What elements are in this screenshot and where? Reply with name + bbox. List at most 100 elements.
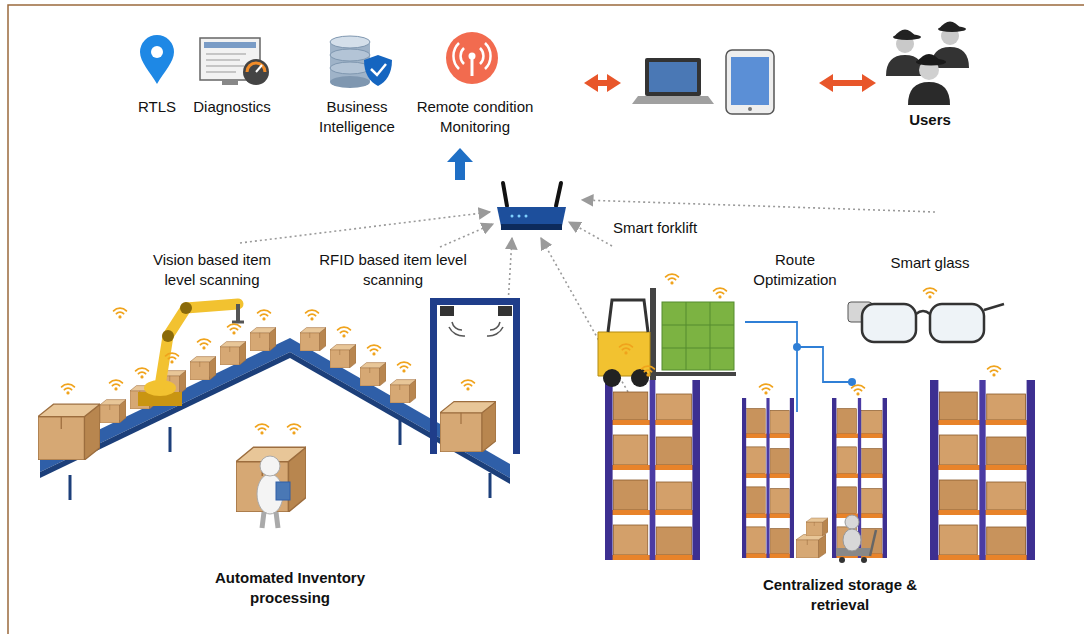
rtls-icon <box>151 46 163 58</box>
business-intelligence-icon <box>364 55 392 86</box>
remote-monitoring-icon <box>446 32 498 84</box>
wifi-signal <box>714 288 727 298</box>
rfid-gate <box>430 298 520 305</box>
users-group-text: Users <box>885 110 975 130</box>
glass-circle: Smart glass <box>845 215 1015 385</box>
router-icon <box>511 215 514 218</box>
laptop-icon <box>632 58 714 104</box>
diagnostics-icon <box>247 63 265 72</box>
diagnostics-icon <box>206 54 246 55</box>
forklift-circle-outline <box>578 245 733 400</box>
rfid-gate <box>430 298 520 454</box>
text-slot: Diagnostics <box>182 97 282 117</box>
robot-arm <box>236 304 240 322</box>
diagnostics-icon <box>256 65 262 72</box>
cardboard-box <box>100 400 126 423</box>
sensor-link <box>240 200 935 392</box>
users-icon <box>886 22 969 106</box>
router-icon <box>525 215 528 218</box>
worker-figure <box>276 482 290 500</box>
picker-figure <box>806 518 828 536</box>
robot-arm <box>160 304 238 386</box>
router-icon <box>503 183 507 206</box>
router-icon <box>497 207 566 226</box>
text-slot: Remote condition Monitoring <box>408 97 543 136</box>
sensor-link <box>569 222 612 246</box>
text-slot: RTLS <box>122 97 192 117</box>
bidirectional-arrow <box>833 80 862 86</box>
device-panel <box>625 38 815 128</box>
wifi-signal <box>136 368 149 378</box>
remote-monitoring-icon <box>480 48 483 64</box>
uplink-arrow <box>455 160 465 180</box>
text-slot: Automated Inventory processing <box>198 568 383 607</box>
rfid-gate <box>490 322 500 330</box>
text-slot: Business Intelligence <box>307 97 407 136</box>
forklift-circle: Smart forklift <box>578 245 733 400</box>
worker-figure <box>260 456 280 476</box>
users-icon <box>886 30 924 77</box>
picker-figure <box>796 515 876 563</box>
cardboard-box <box>190 357 216 380</box>
business-intelligence-icon <box>330 62 370 74</box>
smart-glass <box>848 302 1004 342</box>
robot-arm <box>162 330 174 342</box>
users-group: Users <box>880 18 980 130</box>
laptop-icon <box>645 58 701 96</box>
remote-monitoring-icon <box>446 32 498 84</box>
router-icon <box>518 215 521 218</box>
cardboard-box <box>440 402 496 452</box>
storage-zone-fill <box>555 185 1082 633</box>
remote-monitoring-icon <box>471 58 474 76</box>
cardboard-box <box>38 404 100 460</box>
robot-arm <box>180 302 192 314</box>
wifi-signal <box>258 310 271 320</box>
smart-glass <box>930 304 984 342</box>
conveyor-belt <box>399 420 402 445</box>
label-slot: RFID based item level scanning <box>308 250 478 289</box>
robot-arm <box>232 321 244 324</box>
wifi-signal <box>988 366 1001 376</box>
robot-arm <box>138 302 244 406</box>
smart-forklift <box>603 369 621 387</box>
business-intelligence-icon <box>371 64 386 75</box>
storage-rack <box>605 380 700 560</box>
text-slot: Smart forklift <box>590 218 720 238</box>
wifi-signal <box>110 380 123 390</box>
rfid-gate <box>452 322 462 330</box>
diagnostics-icon <box>206 72 236 73</box>
inventory-zone: Automated Inventory processing <box>25 185 555 633</box>
rfid-gate <box>513 298 520 454</box>
smart-forklift <box>631 369 649 387</box>
frame-border <box>8 5 1084 634</box>
device-panel-outline <box>625 38 815 128</box>
smart-forklift <box>662 302 734 370</box>
text-slot: Users <box>885 110 975 130</box>
device-panel-fill <box>625 38 815 128</box>
inventory-zone-text: Automated Inventory processing <box>198 568 383 607</box>
smart-forklift <box>710 302 711 370</box>
route-path <box>745 322 852 412</box>
forklift-circle-fill <box>578 245 733 400</box>
storage-zone-text: Centralized storage & retrieval <box>745 575 935 614</box>
cardboard-box <box>330 345 356 368</box>
diagnostics-icon <box>200 38 269 85</box>
router-icon <box>497 183 566 230</box>
glass-circle-fill <box>845 215 1015 385</box>
smart-forklift <box>608 300 648 332</box>
cardboard-box <box>390 380 416 403</box>
rtls-icon <box>140 35 174 84</box>
label-slot: Vision based item level scanning <box>142 250 282 289</box>
smart-forklift <box>662 325 734 326</box>
picker-figure <box>861 557 867 563</box>
cardboard-box <box>360 363 386 386</box>
diagnostics-icon <box>206 60 240 61</box>
remote-monitoring-icon <box>469 53 476 60</box>
uplink-arrow <box>447 148 473 162</box>
router-icon <box>556 183 561 206</box>
label-slot: Route Optimization <box>745 250 845 289</box>
route-path <box>745 322 856 412</box>
